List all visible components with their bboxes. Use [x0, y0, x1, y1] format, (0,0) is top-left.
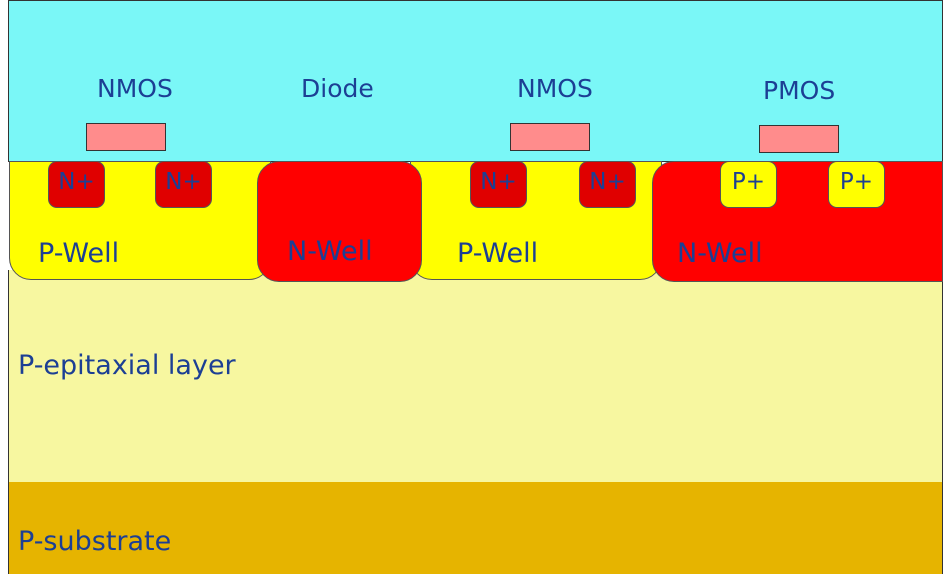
pmos-label: PMOS	[763, 76, 836, 105]
n-plus-label: N+	[58, 169, 95, 195]
nmos-left-label: NMOS	[97, 74, 173, 103]
n-well-diode	[257, 161, 422, 282]
n-plus-implant: N+	[48, 161, 105, 208]
p-well-left-label: P-Well	[38, 238, 120, 269]
p-substrate-label: P-substrate	[18, 526, 172, 557]
n-plus-label: N+	[589, 169, 626, 195]
n-well-pmos-label: N-Well	[677, 238, 763, 269]
n-plus-label: N+	[480, 169, 517, 195]
p-well-right-label: P-Well	[457, 238, 539, 269]
nmos-right-gate	[510, 123, 590, 151]
p-plus-label: P+	[731, 169, 766, 195]
diode-label: Diode	[301, 74, 374, 103]
n-plus-implant: N+	[155, 161, 212, 208]
n-well-pmos	[652, 161, 943, 282]
p-epitaxial-layer	[8, 270, 943, 483]
nmos-left-gate	[86, 123, 166, 151]
n-plus-label: N+	[165, 169, 202, 195]
p-substrate-layer	[8, 482, 943, 574]
p-plus-implant: P+	[720, 161, 777, 208]
n-well-diode-label: N-Well	[287, 236, 373, 267]
n-plus-implant: N+	[579, 161, 636, 208]
nmos-right-label: NMOS	[517, 74, 593, 103]
n-plus-implant: N+	[470, 161, 527, 208]
p-plus-implant: P+	[828, 161, 885, 208]
p-plus-label: P+	[839, 169, 874, 195]
pmos-gate	[759, 125, 839, 153]
p-epitaxial-label: P-epitaxial layer	[18, 350, 236, 381]
